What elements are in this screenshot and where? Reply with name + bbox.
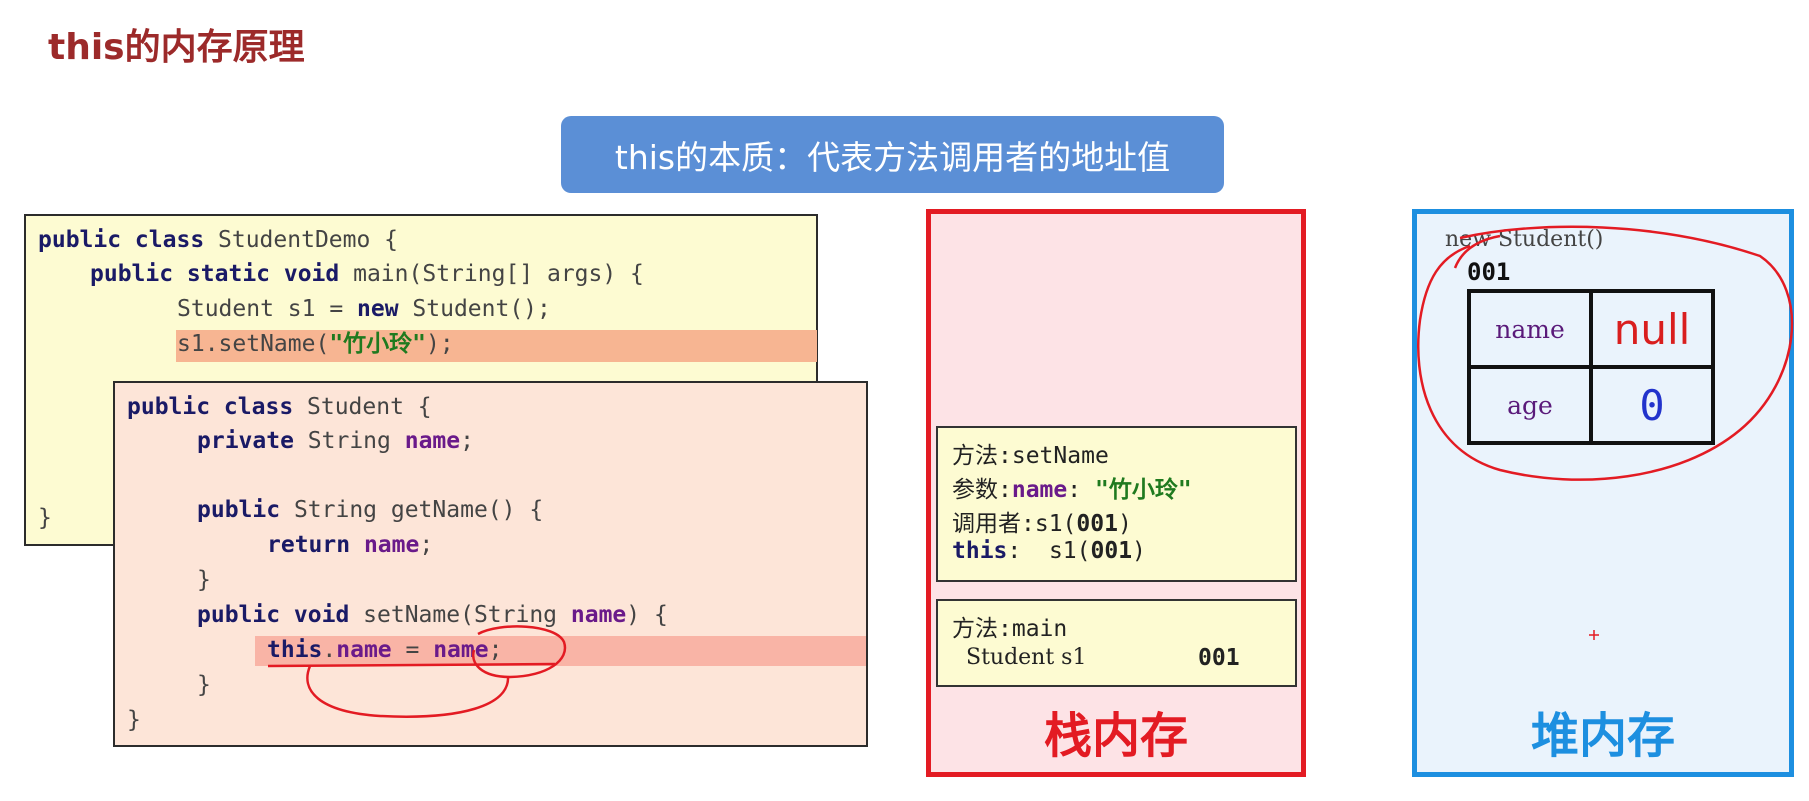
- code-line: }: [38, 505, 52, 531]
- stack-memory-label: 栈内存: [1043, 708, 1188, 764]
- slide-title: this的内存原理: [48, 27, 305, 68]
- frame-var-addr: 001: [1198, 645, 1240, 671]
- setname-call-highlight: [176, 330, 817, 362]
- frame-method-line: 方法:setName: [952, 443, 1109, 469]
- code-line: }: [197, 672, 211, 698]
- heap-memory-label: 堆内存: [1530, 708, 1675, 764]
- table-row: name null: [1467, 289, 1715, 369]
- banner-text: this的本质：代表方法调用者的地址值: [614, 137, 1171, 177]
- student-class-code-panel: [113, 381, 868, 747]
- name-circle-annotation: [472, 625, 567, 679]
- field-value-cell: null: [1589, 289, 1715, 369]
- connector-loop-annotation: [306, 665, 510, 718]
- field-value-cell: 0: [1589, 365, 1715, 445]
- object-fields-table: name null age 0: [1467, 289, 1715, 445]
- student-demo-code: public class StudentDemo { public static…: [24, 223, 818, 543]
- code-line: private String name;: [197, 428, 474, 454]
- heap-object-circle-annotation: [1416, 225, 1794, 481]
- code-line: public String getName() {: [197, 497, 544, 523]
- code-line: public void setName(String name) {: [197, 602, 668, 628]
- code-line: public class Student {: [127, 394, 432, 420]
- object-address: 001: [1467, 258, 1511, 286]
- code-line: Student s1 = new Student();: [177, 296, 551, 322]
- table-row: age 0: [1467, 365, 1715, 445]
- plus-mark: [1589, 630, 1599, 640]
- heap-pointer-mark: [1453, 234, 1501, 269]
- setname-stack-frame: 方法:setName 参数:name: "竹小玲" 调用者:s1(001) th…: [936, 426, 1297, 582]
- frame-caller-line: 调用者:s1(001): [952, 511, 1132, 537]
- frame-param-line: 参数:name: "竹小玲": [952, 477, 1192, 503]
- code-line: return name;: [267, 532, 434, 558]
- frame-this-line: this: s1(001): [952, 538, 1146, 564]
- main-stack-frame: 方法:main Student s1 001: [936, 599, 1297, 687]
- underline-annotation: [267, 662, 556, 668]
- frame-method-line: 方法:main: [952, 616, 1068, 642]
- code-line: s1.setName("竹小玲");: [177, 331, 454, 357]
- frame-var-line: Student s1: [966, 645, 1087, 670]
- code-line: }: [127, 707, 141, 733]
- code-line: this.name = name;: [267, 637, 503, 663]
- code-line: }: [197, 567, 211, 593]
- field-name-cell: age: [1467, 365, 1593, 445]
- student-class-code: public class Student { private String na…: [113, 390, 868, 740]
- definition-banner: this的本质：代表方法调用者的地址值: [561, 116, 1224, 193]
- code-line: public class StudentDemo {: [38, 227, 399, 253]
- code-line: public static void main(String[] args) {: [90, 261, 644, 287]
- field-name-cell: name: [1467, 289, 1593, 369]
